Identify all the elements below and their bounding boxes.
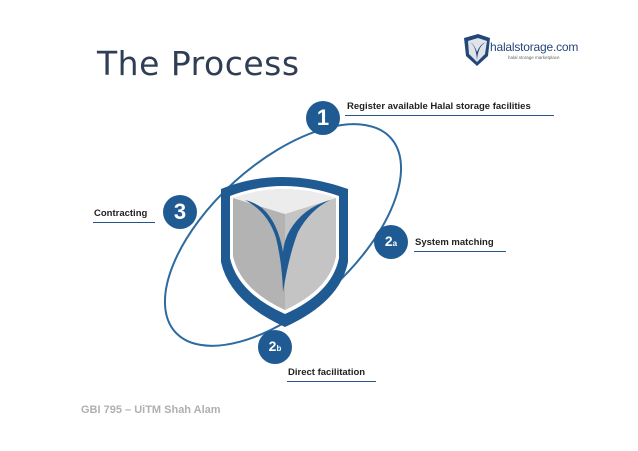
step-2b-circle (258, 330, 292, 364)
step-2a-label: System matching (415, 237, 494, 248)
slide-footer: GBI 795 – UiTM Shah Alam (81, 404, 221, 416)
step-2b-underline (287, 381, 376, 382)
step-2a-circle (374, 225, 408, 259)
step-1-underline (345, 115, 554, 116)
halalstorage-logo (464, 34, 490, 66)
step-1-label: Register available Halal storage facilit… (347, 101, 531, 112)
logo-wordmark: halalstorage.com (490, 40, 579, 54)
step-3-circle (163, 195, 197, 229)
step-2b-label: Direct facilitation (288, 367, 366, 378)
step-3-underline (93, 222, 155, 223)
step-2a-underline (414, 251, 506, 252)
step-1-number: 1 (316, 105, 330, 130)
step-3-label: Contracting (94, 208, 148, 219)
step-2b-number: 2b (268, 338, 282, 354)
step-2a-number: 2a (384, 233, 398, 249)
slide-title: The Process (97, 44, 300, 83)
cube-emblem (221, 177, 348, 327)
step-3-number: 3 (173, 199, 187, 224)
logo-tagline: halal storage marketplace (508, 55, 560, 60)
step-1-circle (306, 101, 340, 135)
